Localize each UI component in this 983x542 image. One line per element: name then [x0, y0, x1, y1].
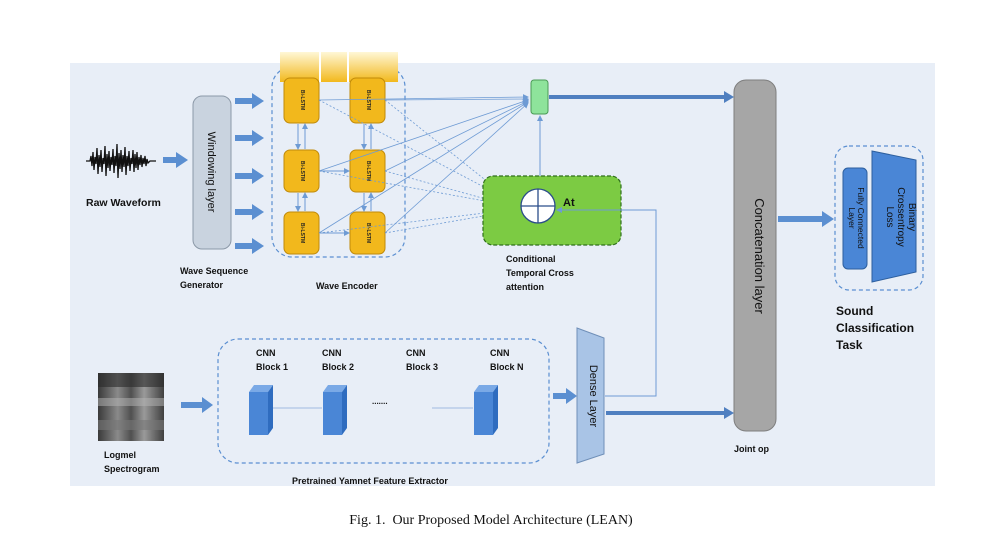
cross-attention-caption-1: Conditional	[506, 254, 556, 264]
lstm-vertical-links	[295, 123, 374, 212]
fully-connected-label-1: Fully Connected	[856, 187, 866, 249]
cnn-ellipsis: .......	[372, 397, 388, 406]
svg-text:Bi-LSTM: Bi-LSTM	[365, 90, 371, 110]
cnn-block: CNN Block N	[474, 348, 524, 435]
svg-text:Bi-LSTM: Bi-LSTM	[299, 223, 305, 243]
waveform-to-windowing-arrow	[163, 152, 188, 168]
logmel-caption-2: Spectrogram	[104, 464, 160, 474]
concatenation-layer-box	[733, 79, 777, 432]
bi-lstm-cell: Bi-LSTM	[283, 149, 320, 193]
svg-text:Bi-LSTM: Bi-LSTM	[365, 161, 371, 181]
yamnet-caption: Pretrained Yamnet Feature Extractor	[292, 476, 448, 486]
classifier-boundary	[834, 145, 924, 291]
yamnet-extractor-boundary	[217, 338, 550, 464]
svg-text:CNN: CNN	[406, 348, 426, 358]
wave-encoder-boundary	[271, 66, 406, 258]
svg-text:CNN: CNN	[322, 348, 342, 358]
encoder-top-strip	[280, 52, 398, 82]
dense-to-attention-feedback	[556, 207, 657, 397]
loss-label-2: Crossentropy	[895, 187, 906, 246]
logmel-spectrogram-image	[98, 373, 164, 441]
attention-output-token	[530, 79, 549, 115]
fully-connected-label-2: Layer	[847, 207, 857, 228]
logmel-caption-1: Logmel	[104, 450, 136, 460]
cnn-block: CNN Block 2	[322, 348, 354, 435]
concatenation-layer-label: Concatenation layer	[752, 198, 767, 314]
sound-classification-caption-1: Sound	[836, 304, 873, 318]
sound-classification-caption-3: Task	[836, 338, 863, 352]
windowing-layer-label: Windowing layer	[205, 132, 217, 213]
cross-attention-caption-3: attention	[506, 282, 544, 292]
wave-encoder-caption: Wave Encoder	[316, 281, 378, 291]
bi-lstm-cell: Bi-LSTM	[349, 211, 386, 255]
encoder-to-attention-lines	[318, 94, 529, 234]
joint-op-caption: Joint op	[734, 444, 769, 454]
windowing-layer-box	[192, 95, 232, 250]
windowing-to-encoder-arrows	[235, 93, 264, 254]
svg-text:Block 3: Block 3	[406, 362, 438, 372]
raw-waveform-label: Raw Waveform	[86, 197, 161, 209]
dense-layer-shape	[576, 327, 605, 464]
wave-sequence-generator-caption-2: Generator	[180, 280, 224, 290]
bi-lstm-cell: Bi-LSTM	[349, 77, 386, 124]
sound-classification-caption-2: Classification	[836, 321, 914, 335]
svg-text:CNN: CNN	[490, 348, 510, 358]
bi-lstm-cell: Bi-LSTM	[283, 77, 320, 124]
svg-text:Bi-LSTM: Bi-LSTM	[299, 90, 305, 110]
dense-layer-label: Dense Layer	[587, 365, 599, 428]
svg-text:Bi-LSTM: Bi-LSTM	[299, 161, 305, 181]
cnn-to-dense-arrow	[553, 388, 577, 404]
cross-attention-caption-2: Temporal Cross	[506, 268, 574, 278]
spectrogram-to-cnn-arrow	[181, 397, 213, 413]
svg-text:Block 2: Block 2	[322, 362, 354, 372]
concat-to-classifier-arrow	[778, 211, 834, 227]
cnn-block: CNN Block 1	[249, 348, 288, 435]
loss-trapezoid	[871, 150, 917, 283]
fully-connected-box	[842, 167, 868, 270]
loss-label-3: Loss	[884, 206, 895, 227]
cnn-block-label: CNN Block 3	[406, 348, 438, 372]
bi-lstm-cell: Bi-LSTM	[349, 149, 386, 193]
svg-text:CNN: CNN	[256, 348, 276, 358]
attention-symbol: At	[563, 197, 575, 209]
bi-lstm-cell: Bi-LSTM	[283, 211, 320, 255]
token-to-concat-arrow	[549, 91, 734, 103]
raw-waveform-glyph	[86, 143, 156, 179]
figure-caption: Fig. 1. Our Proposed Model Architecture …	[349, 513, 633, 528]
loss-label-1: Binary	[906, 203, 917, 231]
lstm-horizontal-links	[320, 168, 350, 236]
svg-text:Block N: Block N	[490, 362, 524, 372]
dense-to-concat-arrow	[606, 407, 734, 419]
svg-text:Bi-LSTM: Bi-LSTM	[365, 223, 371, 243]
svg-text:Block 1: Block 1	[256, 362, 288, 372]
wave-sequence-generator-caption-1: Wave Sequence	[180, 266, 248, 276]
